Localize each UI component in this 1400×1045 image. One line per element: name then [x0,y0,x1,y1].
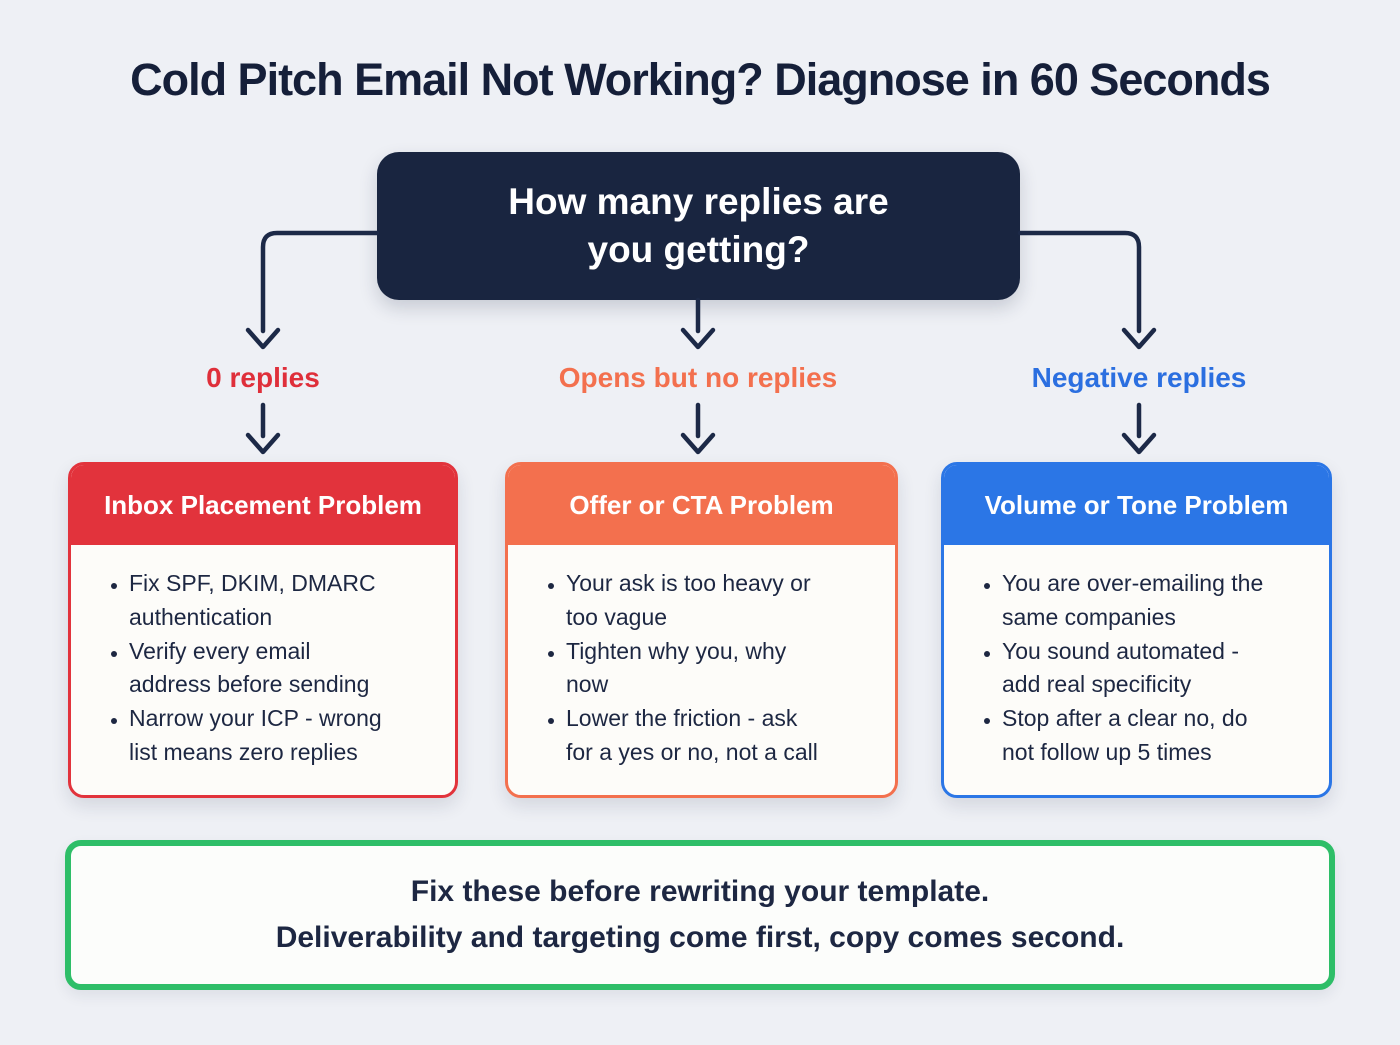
bullet-item: Tighten why you, why now [566,635,877,703]
arrowhead-right-top [1121,327,1157,350]
arrowhead-right-bottom [1121,432,1157,455]
card-header-inbox-placement: Inbox Placement Problem [71,465,455,545]
card-inbox-placement-problem: Inbox Placement Problem Fix SPF, DKIM, D… [68,462,458,798]
branch-label-negative-replies: Negative replies [1031,362,1247,393]
card-offer-cta-problem: Offer or CTA Problem Your ask is too hea… [505,462,898,798]
bullet-item: Verify every email address before sendin… [129,635,437,703]
bullet-item: You sound automated - add real specifici… [1002,635,1311,703]
arrowhead-left-bottom [245,432,281,455]
bullet-item: Lower the friction - ask for a yes or no… [566,702,877,770]
card-body-volume-tone: You are over-emailing the same companies… [944,545,1329,770]
card-header-volume-tone: Volume or Tone Problem [944,465,1329,545]
footer-line-1: Fix these before rewriting your template… [410,874,990,908]
card-body-offer-cta: Your ask is too heavy or too vague Tight… [508,545,895,770]
bullet-item: Your ask is too heavy or too vague [566,567,877,635]
decision-question: How many replies are you getting? [508,180,889,270]
bullet-item: Narrow your ICP - wrong list means zero … [129,702,437,770]
arrowhead-middle-top [680,327,716,350]
branch-label-opens-no-replies: Opens but no replies [558,362,838,393]
branch-label-zero-replies: 0 replies [206,362,320,393]
connector-right-elbow [1017,230,1142,334]
bullet-item: Stop after a clear no, do not follow up … [1002,702,1311,770]
connector-left-elbow [260,230,380,334]
card-body-inbox-placement: Fix SPF, DKIM, DMARC authentication Veri… [71,545,455,770]
footer-callout-box: Fix these before rewriting your template… [65,840,1335,990]
card-header-offer-cta: Offer or CTA Problem [508,465,895,545]
card-volume-tone-problem: Volume or Tone Problem You are over-emai… [941,462,1332,798]
bullet-item: Fix SPF, DKIM, DMARC authentication [129,567,437,635]
bullet-item: You are over-emailing the same companies [1002,567,1311,635]
page-title: Cold Pitch Email Not Working? Diagnose i… [130,54,1271,105]
arrowhead-left-top [245,327,281,350]
card-bullet-list: Fix SPF, DKIM, DMARC authentication Veri… [71,545,455,770]
card-bullet-list: Your ask is too heavy or too vague Tight… [508,545,895,770]
decision-box: How many replies are you getting? [377,152,1020,300]
card-bullet-list: You are over-emailing the same companies… [944,545,1329,770]
footer-line-2: Deliverability and targeting come first,… [275,921,1125,954]
arrowhead-middle-bottom [680,432,716,455]
